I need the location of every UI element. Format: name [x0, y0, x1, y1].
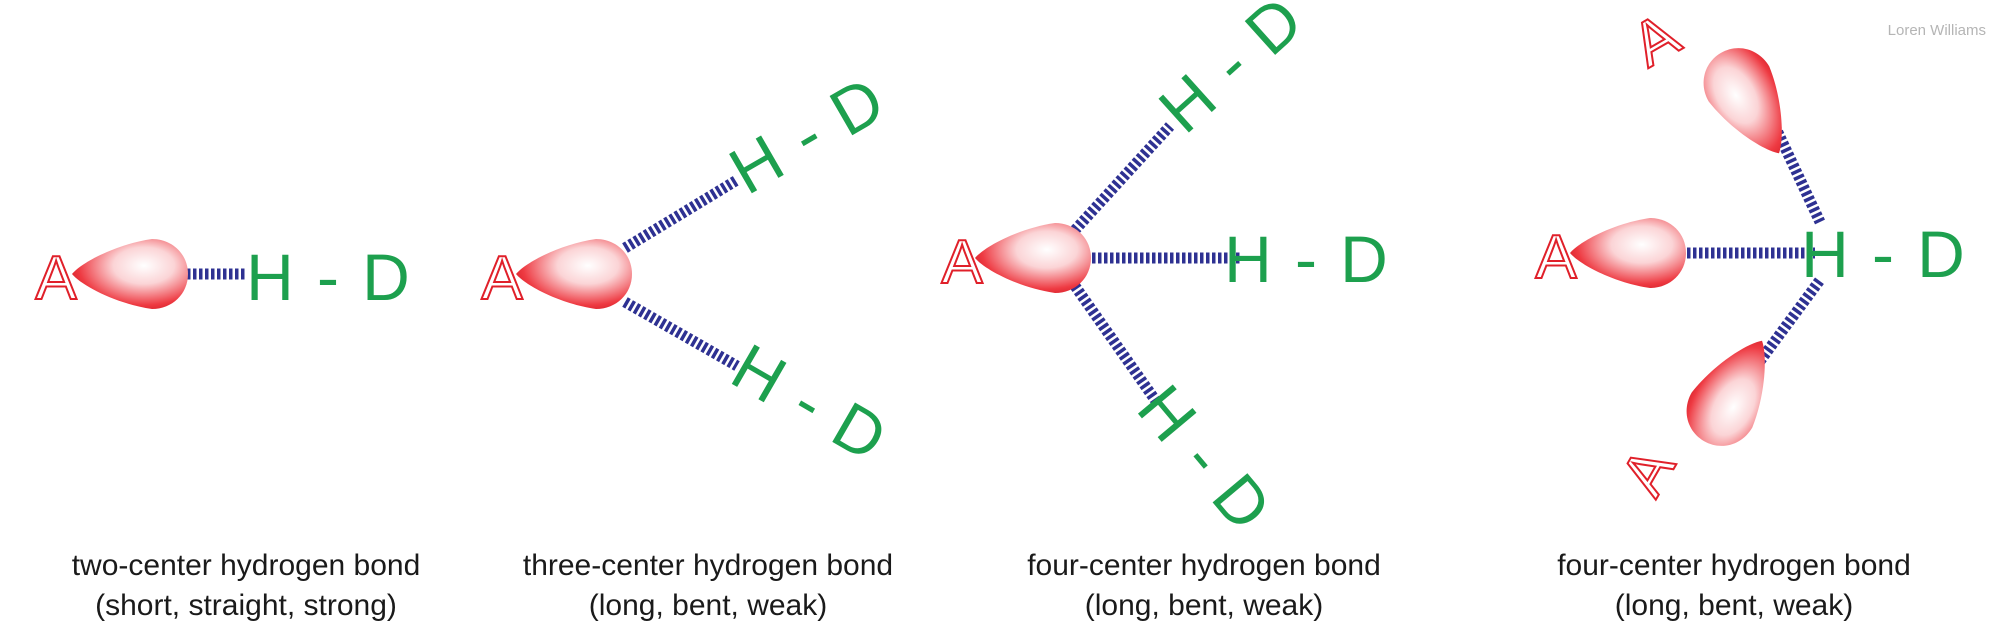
donor-label: D — [821, 387, 899, 475]
caption-title: four-center hydrogen bond — [1027, 549, 1381, 582]
caption-title: three-center hydrogen bond — [522, 549, 894, 582]
donor-label: D — [1198, 460, 1285, 544]
panel-four-center-three-acceptors: A A A H - D — [1534, 0, 1965, 508]
acceptor-lone-pair-lobe-middle — [1570, 218, 1686, 288]
caption-four-center-three-acceptors: four-center hydrogen bond (long, bent, w… — [1524, 546, 1944, 626]
hd-group-lower: H - D — [720, 329, 899, 475]
acceptor-label-lower: A — [1608, 436, 1689, 507]
hydrogen-label: H — [1224, 222, 1272, 296]
acceptor-lone-pair-lobe — [975, 223, 1091, 293]
caption-two-center: two-center hydrogen bond (short, straigh… — [36, 546, 456, 626]
donor-label: D — [818, 62, 896, 150]
bond-line-upper — [622, 175, 740, 253]
acceptor-label: A — [481, 244, 523, 313]
hydrogen-label: H — [717, 120, 795, 208]
hydrogen-label: H — [720, 329, 798, 417]
caption-title: two-center hydrogen bond — [71, 549, 421, 582]
author-credit: Loren Williams — [1887, 22, 1986, 39]
acceptor-label-middle: A — [1535, 223, 1577, 292]
hd-group-middle: H - D — [1224, 222, 1388, 296]
hd-group-lower: H - D — [1124, 371, 1286, 544]
panel-three-center: A H - D H - D — [480, 62, 899, 475]
dash-label: - — [781, 365, 837, 440]
donor-label: D — [362, 240, 410, 314]
acceptor-lone-pair-lobe — [72, 239, 188, 309]
bond-line-lower — [1070, 282, 1163, 408]
donor-label: D — [1231, 0, 1316, 69]
dash-label: - — [317, 240, 339, 314]
dash-label: - — [1872, 217, 1894, 291]
caption-three-center: three-center hydrogen bond (long, bent, … — [498, 546, 918, 626]
acceptor-label: A — [941, 228, 983, 297]
acceptor-lone-pair-lobe-lower — [1686, 340, 1765, 446]
donor-label: D — [1917, 217, 1965, 291]
caption-four-center-single-acceptor: four-center hydrogen bond (long, bent, w… — [994, 546, 1414, 626]
caption-subtitle: (short, straight, strong) — [95, 589, 397, 622]
dash-label: - — [1295, 222, 1317, 296]
caption-subtitle: (long, bent, weak) — [1614, 589, 1854, 622]
panel-two-center: A H - D — [34, 239, 410, 314]
bond-line-lower — [622, 297, 740, 371]
hd-group-upper: H - D — [717, 62, 896, 208]
bond-line-upper — [1070, 122, 1175, 234]
donor-label: D — [1340, 222, 1388, 296]
acceptor-lone-pair-lobe — [516, 239, 632, 309]
acceptor-label-upper: A — [1621, 0, 1692, 81]
hydrogen-label: H — [246, 240, 294, 314]
hydrogen-label: H — [1801, 217, 1849, 291]
panel-four-center-single-acceptor: A H - D H - D H - D — [940, 0, 1388, 544]
dash-label: - — [778, 98, 834, 173]
caption-subtitle: (long, bent, weak) — [1084, 589, 1324, 622]
hd-group: H - D — [246, 240, 410, 314]
caption-subtitle: (long, bent, weak) — [588, 589, 828, 622]
hd-group-upper: H - D — [1145, 0, 1316, 147]
caption-title: four-center hydrogen bond — [1557, 549, 1911, 582]
acceptor-lone-pair-lobe-upper — [1703, 48, 1782, 154]
acceptor-label: A — [35, 244, 77, 313]
hd-group: H - D — [1801, 217, 1965, 291]
